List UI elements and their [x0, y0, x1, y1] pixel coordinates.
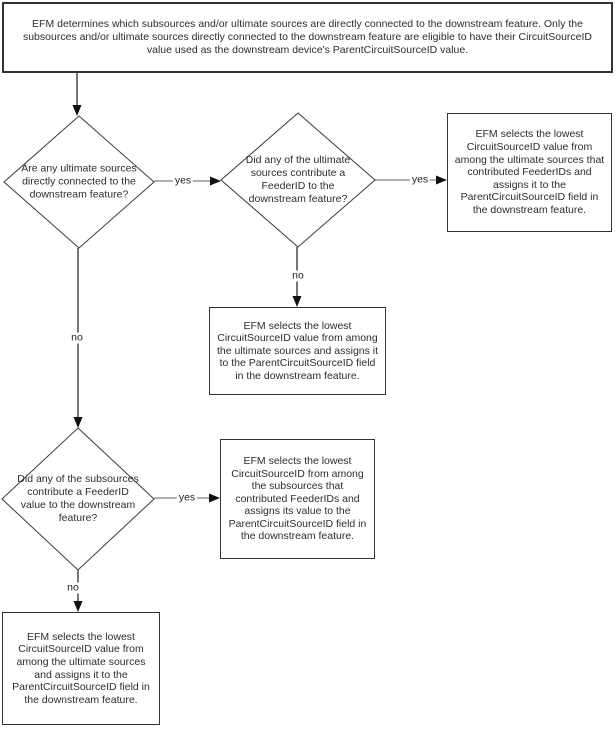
- edge-label-no-decision2-outcome: no: [290, 269, 306, 282]
- arrowhead-decision2-to-outcome-middle: [292, 296, 302, 307]
- arrowhead-decision3-to-outcome-middle-right: [209, 493, 220, 503]
- decision-diamond-ultimate-sources-feederid: [220, 112, 376, 248]
- arrowhead-header-to-decision1: [72, 105, 82, 116]
- arrowhead-decision2-to-outcome-top-right: [436, 175, 447, 185]
- outcome-box-top-right: EFM selects the lowest CircuitSourceID v…: [447, 113, 612, 232]
- outcome-box-bottom: EFM selects the lowest CircuitSourceID v…: [2, 612, 160, 725]
- edge-label-yes-decision2-outcome: yes: [409, 173, 431, 186]
- decision-2-text: Did any of the ultimate sources contribu…: [245, 154, 351, 205]
- arrowhead-decision1-to-decision3: [73, 417, 83, 428]
- edge-label-yes-decision1-decision2: yes: [172, 174, 194, 187]
- edge-label-no-decision1-decision3: no: [69, 331, 85, 344]
- edge-label-no-decision3-outcome: no: [65, 581, 81, 594]
- decision-3-text: Did any of the subsources contribute a F…: [17, 473, 139, 524]
- outcome-box-middle: EFM selects the lowest CircuitSourceID v…: [209, 307, 386, 395]
- arrowhead-decision3-to-outcome-bottom: [73, 601, 83, 612]
- decision-1-text: Are any ultimate sources directly connec…: [21, 162, 137, 201]
- edge-label-yes-decision3-outcome: yes: [176, 491, 198, 504]
- arrowhead-decision1-to-decision2: [210, 176, 221, 186]
- decision-diamond-subsources-feederid: [1, 427, 155, 571]
- header-description-box: EFM determines which subsources and/or u…: [2, 2, 613, 73]
- outcome-box-middle-right: EFM selects the lowest CircuitSourceID f…: [220, 439, 375, 559]
- decision-diamond-ultimate-sources-connected: [3, 115, 155, 249]
